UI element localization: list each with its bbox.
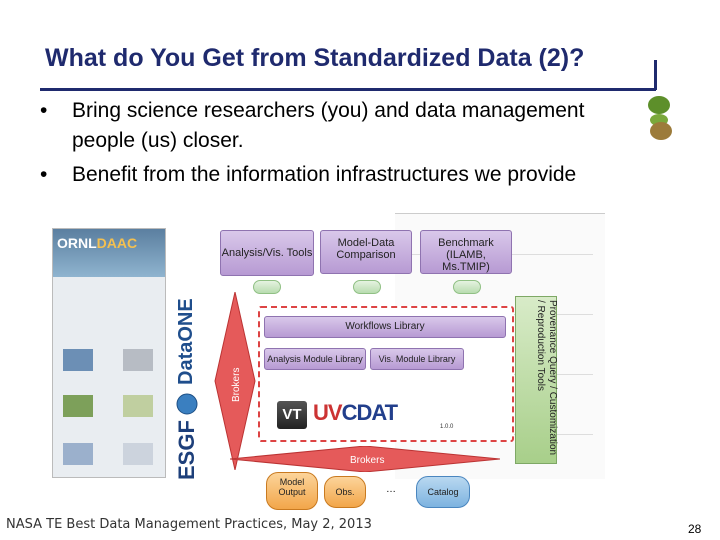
map-thumbnail xyxy=(123,349,153,371)
page-number: 28 xyxy=(688,522,702,536)
ornl-daac-website-screenshot: ORNLDAAC xyxy=(52,228,166,478)
catalog-source: Catalog xyxy=(416,476,470,508)
bullet-item: Bring science researchers (you) and data… xyxy=(30,96,630,156)
model-data-comparison-box: Model-Data Comparison xyxy=(320,230,412,274)
analysis-module-library-box: Analysis Module Library xyxy=(264,348,366,370)
provenance-tools-bar xyxy=(515,296,557,464)
logo-prefix: ORNL xyxy=(57,235,97,251)
esgf-logo: ESGF xyxy=(174,393,199,480)
obs-source: Obs. xyxy=(324,476,366,508)
dataone-logo: DataONE xyxy=(176,298,197,385)
analysis-vis-tools-box: Analysis/Vis. Tools xyxy=(220,230,314,276)
title-underline xyxy=(40,88,656,91)
map-thumbnail xyxy=(123,395,153,417)
model-output-source: Model Output xyxy=(266,472,318,510)
logo-suffix: DAAC xyxy=(96,235,138,251)
brokers-left-label: Brokers xyxy=(231,368,242,402)
uvcdat-logo: UVCDAT xyxy=(313,400,398,426)
benchmark-box: Benchmark (ILAMB, Ms.TMIP) xyxy=(420,230,512,274)
map-thumbnail xyxy=(123,443,153,465)
map-thumbnail xyxy=(63,349,93,371)
bullet-item: Benefit from the information infrastruct… xyxy=(30,160,630,190)
vis-module-library-box: Vis. Module Library xyxy=(370,348,464,370)
map-thumbnail xyxy=(63,443,93,465)
bullet-list: Bring science researchers (you) and data… xyxy=(30,96,630,194)
map-thumbnail xyxy=(63,395,93,417)
leaf-logo-icon-part xyxy=(650,122,672,140)
title-rule-tick xyxy=(654,60,657,90)
connector-cloud-icon xyxy=(453,280,481,294)
slide-title: What do You Get from Standardized Data (… xyxy=(45,44,585,72)
connector-cloud-icon xyxy=(353,280,381,294)
more-sources-ellipsis: … xyxy=(386,484,396,495)
brokers-bottom-label: Brokers xyxy=(350,455,384,466)
esgf-logo-text: ESGF xyxy=(174,420,199,480)
brokers-left-shape: Brokers xyxy=(214,292,256,470)
uvcdat-version: 1.0.0 xyxy=(440,424,454,430)
workflows-library-bar: Workflows Library xyxy=(264,316,506,338)
vistrails-logo: VT xyxy=(277,401,307,429)
provenance-tools-label: Provenance Query / Customization / Repro… xyxy=(535,300,558,456)
ornl-daac-logo: ORNLDAAC xyxy=(57,235,137,251)
connector-cloud-icon xyxy=(253,280,281,294)
leaf-logo-icon xyxy=(648,96,670,114)
brokers-bottom-shape: Brokers xyxy=(230,446,500,472)
uvcdat-prefix: UV xyxy=(313,400,343,425)
slide-footer: NASA TE Best Data Management Practices, … xyxy=(6,517,372,532)
dataone-logo-text: DataONE xyxy=(176,298,197,385)
website-header: ORNLDAAC xyxy=(53,229,165,277)
uvcdat-suffix: CDAT xyxy=(341,400,398,425)
